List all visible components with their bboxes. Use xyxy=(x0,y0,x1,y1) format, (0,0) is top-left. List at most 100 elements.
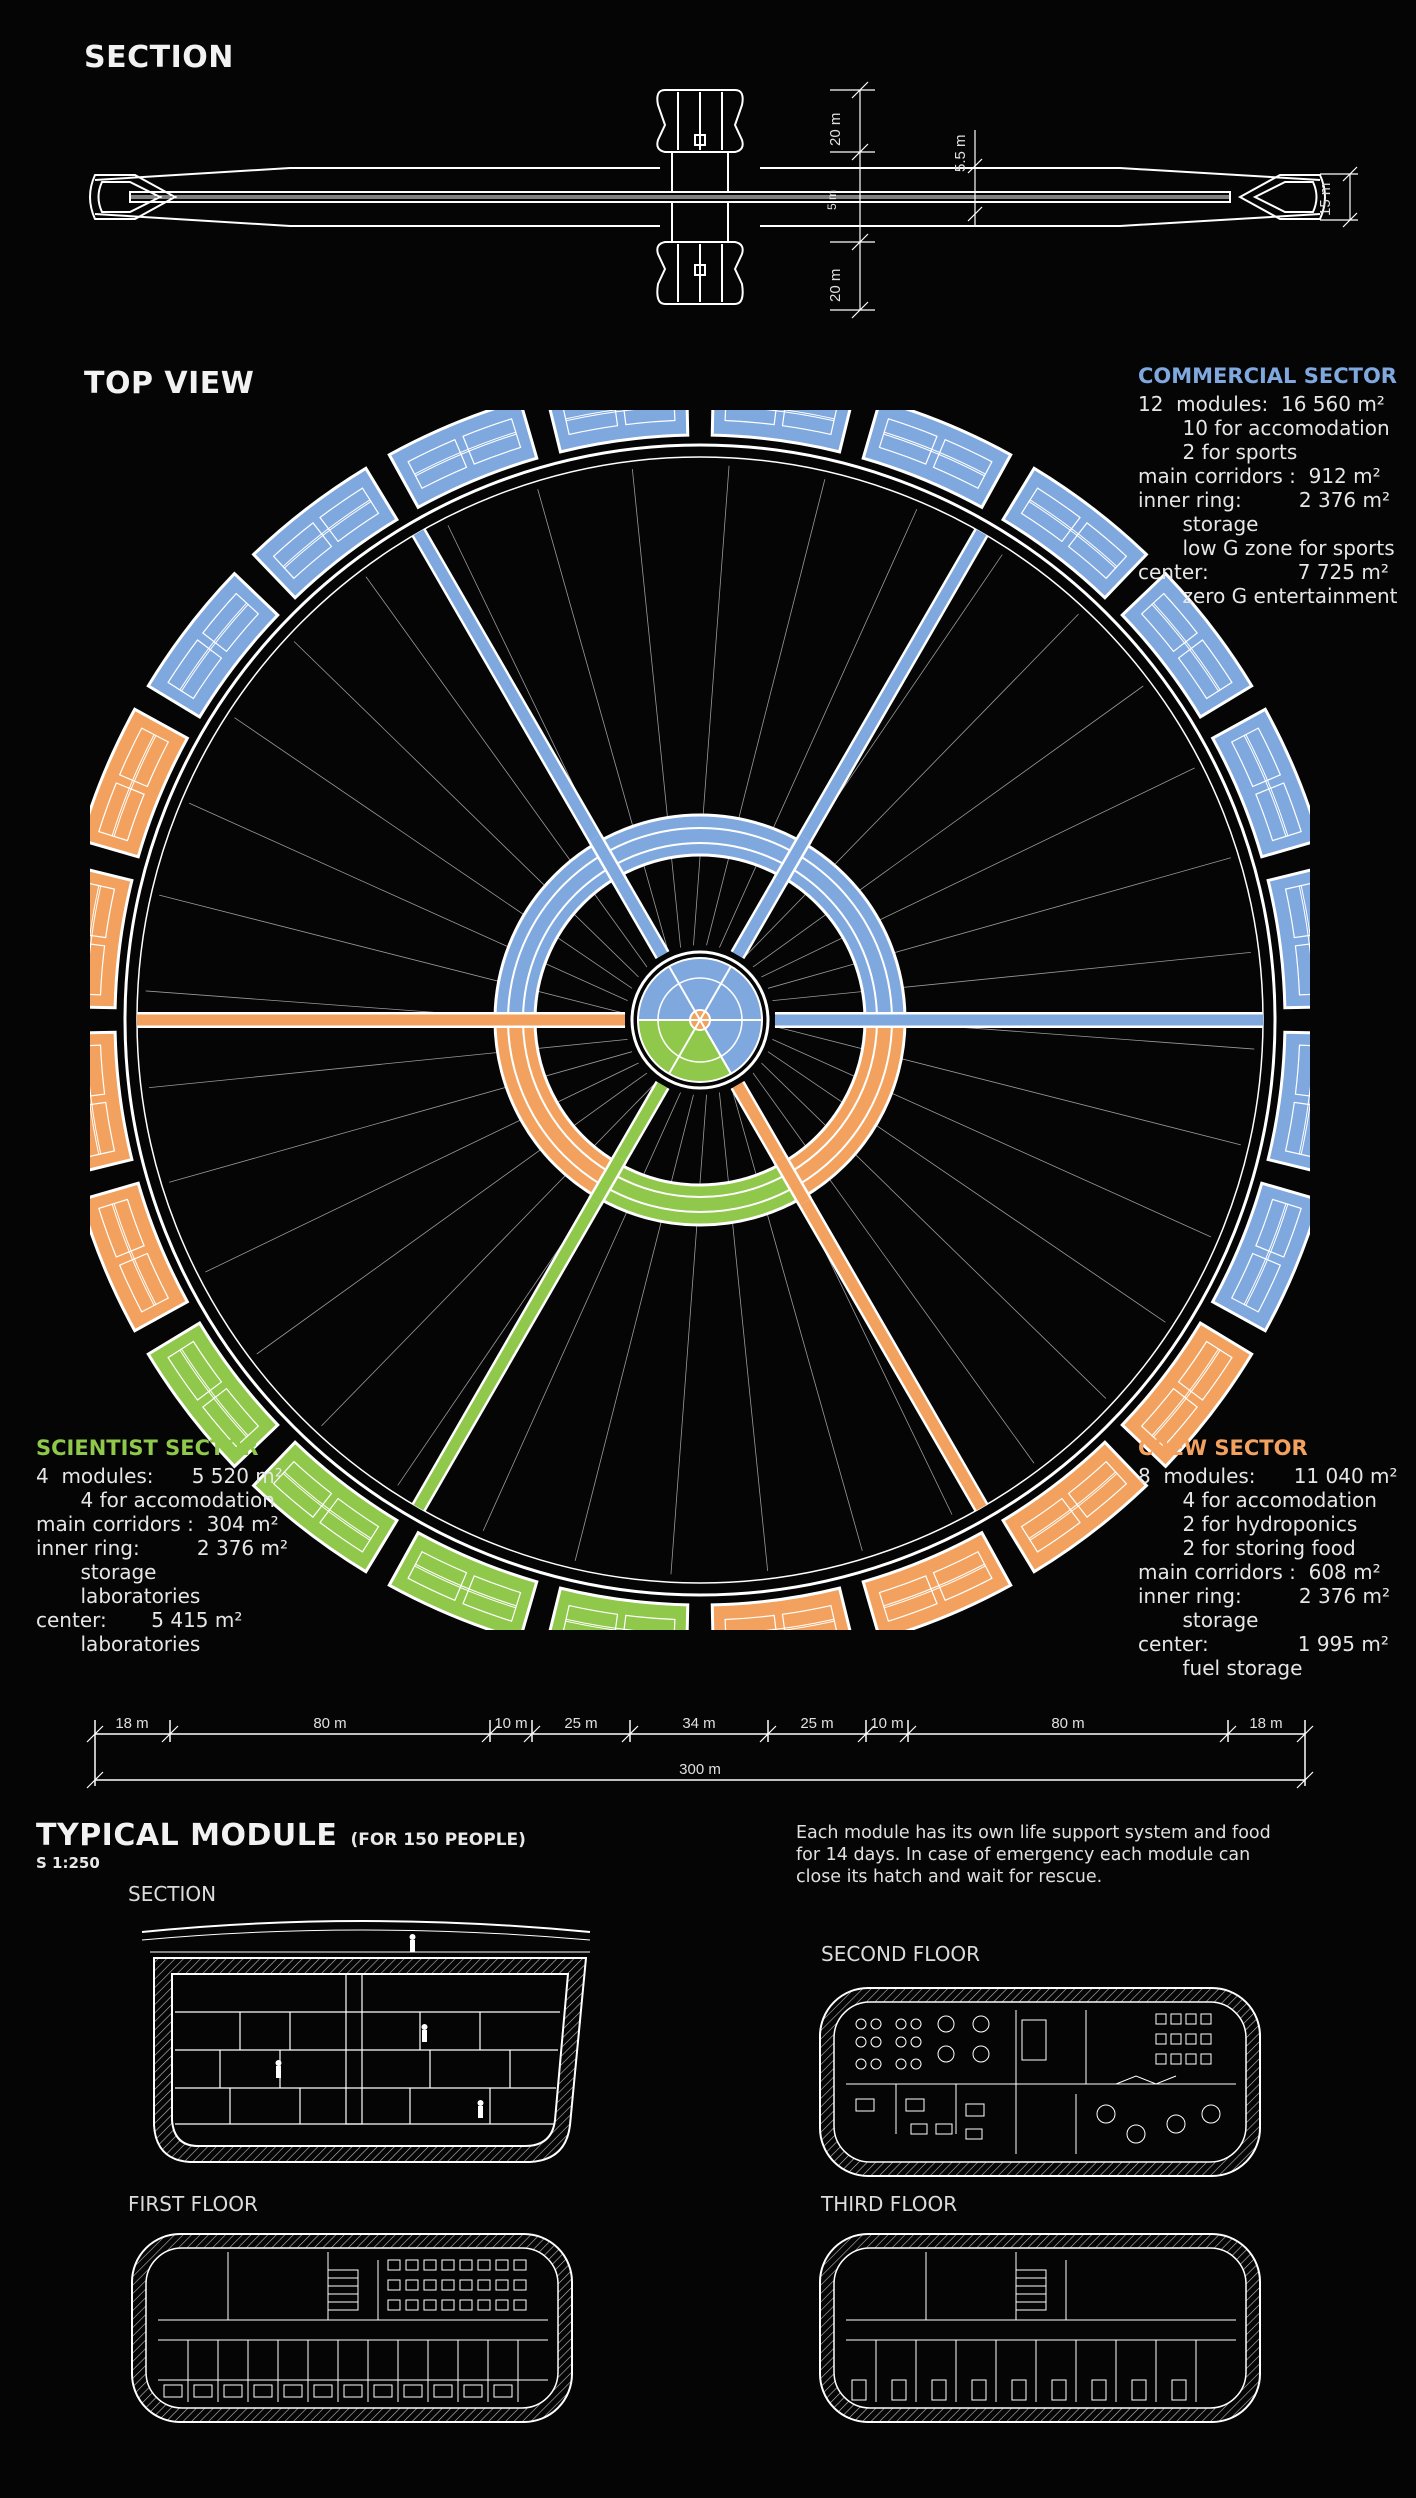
dim-seg-3: 10 m xyxy=(494,1715,527,1732)
crew-line: center: 1 995 m² xyxy=(1138,1632,1389,1656)
module-divider xyxy=(413,431,518,477)
dimension-strip: 18 m 80 m 10 m 25 m 34 m 25 m 10 m 80 m … xyxy=(86,1715,1314,1789)
module-divider xyxy=(413,1563,518,1609)
inner-ring xyxy=(490,813,910,1227)
hub-divider xyxy=(699,1019,732,1075)
module-divider xyxy=(282,1471,372,1541)
commercial-line: 12 modules: 16 560 m² xyxy=(1138,392,1385,416)
third-floor-label: THIRD FLOOR xyxy=(821,2192,958,2216)
second-floor-plan xyxy=(819,1987,1261,2177)
dim-seg-7: 10 m xyxy=(870,1715,903,1732)
dim-seg-1: 18 m xyxy=(115,1715,148,1732)
module-room xyxy=(98,1198,145,1258)
typical-module-title: TYPICAL MODULE xyxy=(36,1818,338,1853)
module-room xyxy=(202,592,260,653)
module-divider xyxy=(90,885,102,955)
commercial-line: 10 for accomodation xyxy=(1138,416,1390,440)
module-room xyxy=(1294,1044,1310,1097)
module-divider xyxy=(765,410,835,422)
module-room xyxy=(932,1550,993,1602)
module-room xyxy=(878,418,938,465)
dim-bottom-height: 20 m xyxy=(827,269,844,302)
dim-seg-2: 80 m xyxy=(313,1715,346,1732)
module-room xyxy=(1294,943,1310,996)
module-divider xyxy=(765,1618,835,1630)
module-section-drawing xyxy=(141,1920,591,2163)
hub xyxy=(630,950,770,1090)
module-room xyxy=(1230,1252,1282,1313)
module-room xyxy=(167,639,223,700)
inner-ring-lane xyxy=(789,1021,878,1174)
typical-module-note: (FOR 150 PEOPLE) xyxy=(350,1830,526,1850)
module-room xyxy=(1177,639,1233,700)
module-room xyxy=(563,410,619,436)
module-room xyxy=(1284,883,1310,939)
typical-module-heading: TYPICAL MODULE (FOR 150 PEOPLE) xyxy=(36,1818,526,1853)
module-divider xyxy=(1298,1085,1310,1155)
scientist-line: inner ring: 2 376 m² xyxy=(36,1536,289,1560)
dim-corridor: 5.5 m xyxy=(952,134,969,172)
dim-middle: 5 m xyxy=(825,190,839,210)
module xyxy=(1266,1030,1310,1172)
module-room xyxy=(118,727,170,788)
module-divider xyxy=(1028,499,1118,569)
spoke xyxy=(732,529,987,958)
commercial-line: zero G entertainment xyxy=(1138,584,1398,608)
module-room xyxy=(623,1614,676,1630)
first-floor-label: FIRST FLOOR xyxy=(128,2192,258,2216)
second-floor-label: SECOND FLOOR xyxy=(821,1942,981,1966)
module-room xyxy=(1255,1198,1302,1258)
inner-ring-lane xyxy=(604,1186,796,1213)
scale-label: S 1:250 xyxy=(36,1854,100,1872)
scientist-line: main corridors : 304 m² xyxy=(36,1512,279,1536)
hub-divider xyxy=(699,965,732,1021)
module-room xyxy=(1140,1387,1198,1448)
dim-seg-6: 25 m xyxy=(800,1715,833,1732)
module-divider xyxy=(1028,1471,1118,1541)
module-room xyxy=(1255,782,1302,842)
inner-ring-lane xyxy=(612,1173,788,1198)
module xyxy=(710,1586,852,1630)
module-room xyxy=(272,1460,333,1518)
section-drawing: 20 m 20 m 5 m 5.5 m 15 m xyxy=(89,81,1358,319)
module xyxy=(548,1586,690,1630)
first-floor-plan xyxy=(131,2233,573,2423)
spoke xyxy=(413,1082,668,1511)
scientist-line: laboratories xyxy=(36,1632,201,1656)
spoke xyxy=(413,529,668,958)
module-room xyxy=(272,522,333,580)
dim-top-height: 20 m xyxy=(827,113,844,146)
module-room xyxy=(319,487,380,543)
module-room xyxy=(724,410,777,426)
module xyxy=(90,868,134,1010)
crew-line: 2 for storing food xyxy=(1138,1536,1356,1560)
dim-seg-9: 18 m xyxy=(1249,1715,1282,1732)
module xyxy=(548,410,690,454)
crew-sector-info: CREW SECTOR 8 modules: 11 040 m² 4 for a… xyxy=(1138,1436,1398,1680)
outer-rim xyxy=(123,443,1277,1597)
spoke xyxy=(590,1155,625,1205)
commercial-sector-info: COMMERCIAL SECTOR 12 modules: 16 560 m² … xyxy=(1138,364,1398,608)
section-heading: SECTION xyxy=(84,40,234,75)
module-divider xyxy=(565,410,635,422)
module-room xyxy=(462,418,522,465)
module-room xyxy=(1067,1460,1128,1518)
module-room xyxy=(1140,592,1198,653)
dim-total: 300 m xyxy=(679,1761,721,1778)
crew-line: storage xyxy=(1138,1608,1259,1632)
dim-seg-4: 25 m xyxy=(564,1715,597,1732)
module-divider xyxy=(179,1348,249,1438)
module-room xyxy=(167,1340,223,1401)
module-room xyxy=(1067,522,1128,580)
module-room xyxy=(781,410,837,436)
commercial-line: low G zone for sports xyxy=(1138,536,1395,560)
crew-line: 2 for hydroponics xyxy=(1138,1512,1358,1536)
module-divider xyxy=(1243,1202,1289,1307)
module-note-line: for 14 days. In case of emergency each m… xyxy=(796,1845,1251,1865)
module-room xyxy=(623,410,676,426)
module xyxy=(710,410,852,454)
dim-seg-8: 80 m xyxy=(1051,1715,1084,1732)
module-note: Each module has its own life support sys… xyxy=(796,1822,1271,1888)
module-divider xyxy=(882,431,987,477)
inner-ring-lane xyxy=(522,1021,611,1174)
